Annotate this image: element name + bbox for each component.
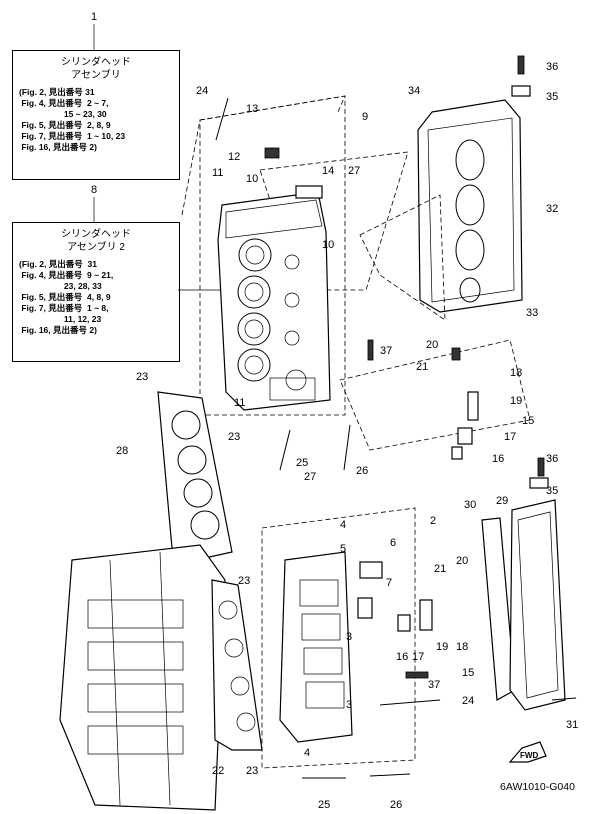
callout-17: 17 — [412, 651, 424, 663]
callout-17: 17 — [504, 431, 516, 443]
callout-15: 15 — [522, 415, 534, 427]
legend-1-title-line1: シリンダヘッド — [61, 57, 131, 68]
legend-8-line: Fig. 16, 見出番号 2) — [19, 325, 97, 335]
callout-27: 27 — [304, 471, 316, 483]
callout-10: 10 — [246, 173, 258, 185]
legend-8-line: 11, 12, 23 — [19, 314, 102, 324]
fwd-label: FWD — [520, 751, 538, 760]
callout-14: 14 — [322, 165, 334, 177]
callout-9: 9 — [362, 111, 368, 123]
head-cover-lower — [509, 499, 566, 711]
legend-8-line: (Fig. 2, 見出番号 31 — [19, 259, 97, 269]
callout-11: 11 — [234, 397, 245, 409]
reference-code: 6AW1010-G040 — [500, 781, 575, 793]
callout-36: 36 — [546, 453, 558, 465]
callout-31: 31 — [566, 719, 578, 731]
callout-10: 10 — [322, 239, 334, 251]
callout-2: 2 — [430, 515, 436, 527]
callout-24: 24 — [196, 85, 208, 97]
callout-15: 15 — [462, 667, 474, 679]
callout-21: 21 — [416, 361, 428, 373]
callout-23: 23 — [228, 431, 240, 443]
callout-13: 13 — [246, 103, 258, 115]
frame-head-cover-upper — [359, 194, 446, 321]
callout-26: 26 — [356, 465, 368, 477]
legend-8-title-line1: シリンダヘッド — [61, 229, 131, 240]
legend-1-number: 1 — [91, 11, 97, 23]
callout-35: 35 — [546, 485, 558, 497]
legend-8-lines: (Fig. 2, 見出番号 31 Fig. 4, 見出番号 9 ~ 21, 23… — [19, 259, 179, 336]
callout-12: 12 — [228, 151, 240, 163]
callout-16: 16 — [396, 651, 408, 663]
legend-1-line: 15 ~ 23, 30 — [19, 109, 107, 119]
callout-11: 11 — [212, 167, 223, 179]
callout-7: 7 — [386, 577, 392, 589]
cylinder-head-upper — [217, 191, 331, 411]
callout-3: 3 — [346, 699, 352, 711]
bolts — [215, 97, 577, 779]
cylinder-head-lower — [279, 551, 353, 743]
callout-24: 24 — [462, 695, 474, 707]
legend-1-title-line2: アセンブリ — [71, 70, 121, 81]
legend-8-line: 23, 28, 33 — [19, 281, 102, 291]
callout-4: 4 — [304, 747, 310, 759]
legend-box-8: シリンダヘッド アセンブリ 2 (Fig. 2, 見出番号 31 Fig. 4,… — [12, 222, 180, 362]
legend-8-title-line2: アセンブリ 2 — [67, 242, 125, 253]
callout-37: 37 — [380, 345, 392, 357]
callout-21: 21 — [434, 563, 446, 575]
engine-block — [59, 544, 226, 811]
legend-8-number: 8 — [91, 184, 97, 196]
callout-20: 20 — [426, 339, 438, 351]
legend-1-lines: (Fig. 2, 見出番号 31 Fig. 4, 見出番号 2 ~ 7, 15 … — [19, 87, 179, 153]
callout-3: 3 — [346, 631, 352, 643]
legend-box-1: シリンダヘッド アセンブリ (Fig. 2, 見出番号 31 Fig. 4, 見… — [12, 50, 180, 180]
callout-36: 36 — [546, 61, 558, 73]
callout-6: 6 — [390, 537, 396, 549]
legend-1-line: (Fig. 2, 見出番号 31 — [19, 87, 95, 97]
callout-25: 25 — [318, 799, 330, 811]
callout-32: 32 — [546, 203, 558, 215]
frame-9 — [199, 95, 346, 416]
callout-19: 19 — [510, 395, 522, 407]
callout-35: 35 — [546, 91, 558, 103]
callout-34: 34 — [408, 85, 420, 97]
legend-8-line: Fig. 4, 見出番号 9 ~ 21, — [19, 270, 114, 280]
callout-28: 28 — [116, 445, 128, 457]
callout-23: 23 — [136, 371, 148, 383]
callout-20: 20 — [456, 555, 468, 567]
callout-19: 19 — [436, 641, 448, 653]
callout-33: 33 — [526, 307, 538, 319]
callout-5: 5 — [340, 543, 346, 555]
small-parts — [264, 55, 549, 679]
fwd-arrow: FWD — [508, 741, 547, 763]
legend-1-line: Fig. 16, 見出番号 2) — [19, 142, 97, 152]
callout-23: 23 — [246, 765, 258, 777]
callout-37: 37 — [428, 679, 440, 691]
callout-29: 29 — [496, 495, 508, 507]
head-gasket-22 — [211, 579, 263, 751]
callout-26: 26 — [390, 799, 402, 811]
callout-30: 30 — [464, 499, 476, 511]
head-cover-upper — [417, 99, 523, 313]
callout-18: 18 — [510, 367, 522, 379]
legend-1-line: Fig. 4, 見出番号 2 ~ 7, — [19, 98, 109, 108]
callout-22: 22 — [212, 765, 224, 777]
legend-1-line: Fig. 7, 見出番号 1 ~ 10, 23 — [19, 131, 126, 141]
callout-18: 18 — [456, 641, 468, 653]
callout-23: 23 — [238, 575, 250, 587]
callout-4: 4 — [340, 519, 346, 531]
callout-16: 16 — [492, 453, 504, 465]
legend-8-line: Fig. 7, 見出番号 1 ~ 8, — [19, 303, 109, 313]
legend-1-line: Fig. 5, 見出番号 2, 8, 9 — [19, 120, 111, 130]
legend-8-line: Fig. 5, 見出番号 4, 8, 9 — [19, 292, 111, 302]
callout-25: 25 — [296, 457, 308, 469]
head-gasket-28 — [157, 391, 233, 561]
callout-27: 27 — [348, 165, 360, 177]
